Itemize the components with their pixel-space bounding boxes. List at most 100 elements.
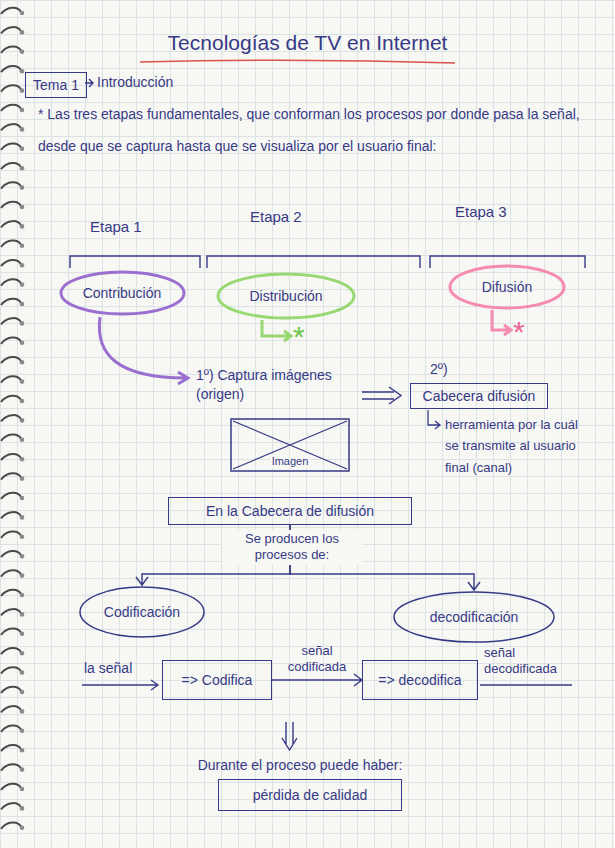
binding-hole	[20, 11, 25, 16]
binding-hole	[20, 438, 25, 443]
branch-note: Se producen los procesos de:	[222, 530, 362, 565]
asterisk-mark: *	[513, 317, 533, 347]
binding-hole	[20, 263, 25, 268]
spiral-loop	[1, 260, 21, 266]
spiral-loop	[1, 590, 21, 596]
stage-oval: Contribución	[59, 270, 186, 316]
section-heading: Introducción	[97, 74, 207, 92]
oval-line	[80, 587, 204, 637]
binding-hole	[20, 224, 25, 229]
side-note: herramienta por la cuál se transmite al …	[445, 414, 583, 478]
spiral-loop	[1, 435, 21, 441]
process-oval: Codificación	[78, 585, 206, 639]
node-text: Codificación	[104, 604, 180, 621]
binding-hole	[20, 399, 25, 404]
binding-hole	[20, 418, 25, 423]
spiral-loop	[1, 454, 21, 460]
node-text: => Codifica	[182, 672, 253, 689]
spiral-loop	[1, 745, 21, 751]
spiral-loop	[1, 279, 21, 285]
spiral-loop	[1, 396, 21, 402]
spiral-loop	[1, 764, 21, 770]
implies-arrow	[362, 387, 401, 404]
binding-hole	[20, 360, 25, 365]
note-hook	[428, 410, 440, 429]
spiral-loop	[1, 667, 21, 673]
spiral-loop	[1, 105, 21, 111]
spiral-loop	[1, 221, 21, 227]
spiral-loop	[1, 27, 21, 33]
node-text: Difusión	[482, 279, 533, 296]
binding-hole	[20, 108, 25, 113]
process-box: Cabecera difusión	[410, 383, 548, 409]
spiral-loop	[1, 609, 21, 615]
connector-arrow	[272, 674, 362, 686]
binding-hole	[20, 282, 25, 287]
connector-label: señal codificada	[275, 643, 359, 676]
binding-hole	[20, 88, 25, 93]
binding-hole	[20, 379, 25, 384]
signal-name: señal decodificada	[484, 645, 579, 678]
image-placeholder: Imagen	[230, 418, 350, 472]
spiral-loop	[1, 823, 21, 829]
intro-note: * Las tres etapas fundamentales, que con…	[38, 98, 598, 162]
binding-hole	[20, 244, 25, 249]
process-box: => Codifica	[162, 660, 272, 700]
node-text: pérdida de calidad	[253, 787, 367, 804]
node-text: Cabecera difusión	[423, 388, 536, 405]
spiral-loop	[1, 202, 21, 208]
spiral-loop	[1, 85, 21, 91]
spiral-loop	[1, 532, 21, 538]
binding-hole	[20, 806, 25, 811]
spiral-loop	[1, 241, 21, 247]
binding-hole	[20, 690, 25, 695]
spiral-loop	[1, 66, 21, 72]
spiral-loop	[1, 726, 21, 732]
binding-hole	[20, 476, 25, 481]
binding-hole	[20, 554, 25, 559]
spiral-loop	[1, 357, 21, 363]
note-text: Durante el proceso puede haber:	[160, 757, 440, 775]
spiral-loop	[1, 784, 21, 790]
image-border	[231, 419, 349, 471]
binding-hole	[20, 826, 25, 831]
spiral-loop	[1, 182, 21, 188]
binding-hole	[20, 496, 25, 501]
spiral-loop	[1, 415, 21, 421]
stage-oval: Difusión	[448, 264, 566, 310]
stage-name: Etapa 2	[250, 208, 330, 227]
binding-hole	[20, 573, 25, 578]
step-note: 1º) Captura imágenes (origen)	[196, 366, 356, 404]
spiral-loop	[1, 163, 21, 169]
topic-box: Tema 1	[25, 72, 87, 98]
spiral-loop	[1, 318, 21, 324]
page-title: Tecnologías de TV en Internet	[0, 30, 615, 56]
implies-down-arrow	[282, 722, 297, 750]
binding-hole	[20, 632, 25, 637]
node-text: En la Cabecera de difusión	[206, 503, 374, 520]
asterisk-mark: *	[293, 322, 313, 352]
spiral-loop	[1, 706, 21, 712]
process-box: En la Cabecera de difusión	[168, 497, 412, 525]
binding-hole	[20, 709, 25, 714]
binding-hole	[20, 341, 25, 346]
binding-hole	[20, 321, 25, 326]
result-box: pérdida de calidad	[218, 779, 402, 811]
node-text: => decodifica	[378, 672, 461, 689]
signal-in-arrow	[82, 680, 158, 690]
stage-bracket	[70, 256, 200, 268]
spiral-loop	[1, 47, 21, 53]
spiral-loop	[1, 803, 21, 809]
distribution-arrow	[262, 320, 291, 341]
title-underline	[140, 60, 455, 63]
binding-hole	[20, 127, 25, 132]
spiral-loop	[1, 551, 21, 557]
binding-hole	[20, 50, 25, 55]
binding-hole	[20, 670, 25, 675]
oval-line	[218, 274, 354, 318]
spiral-loop	[1, 629, 21, 635]
binding-hole	[20, 69, 25, 74]
binding-hole	[20, 166, 25, 171]
stage-name: Etapa 3	[455, 203, 535, 222]
spiral-loop	[1, 648, 21, 654]
